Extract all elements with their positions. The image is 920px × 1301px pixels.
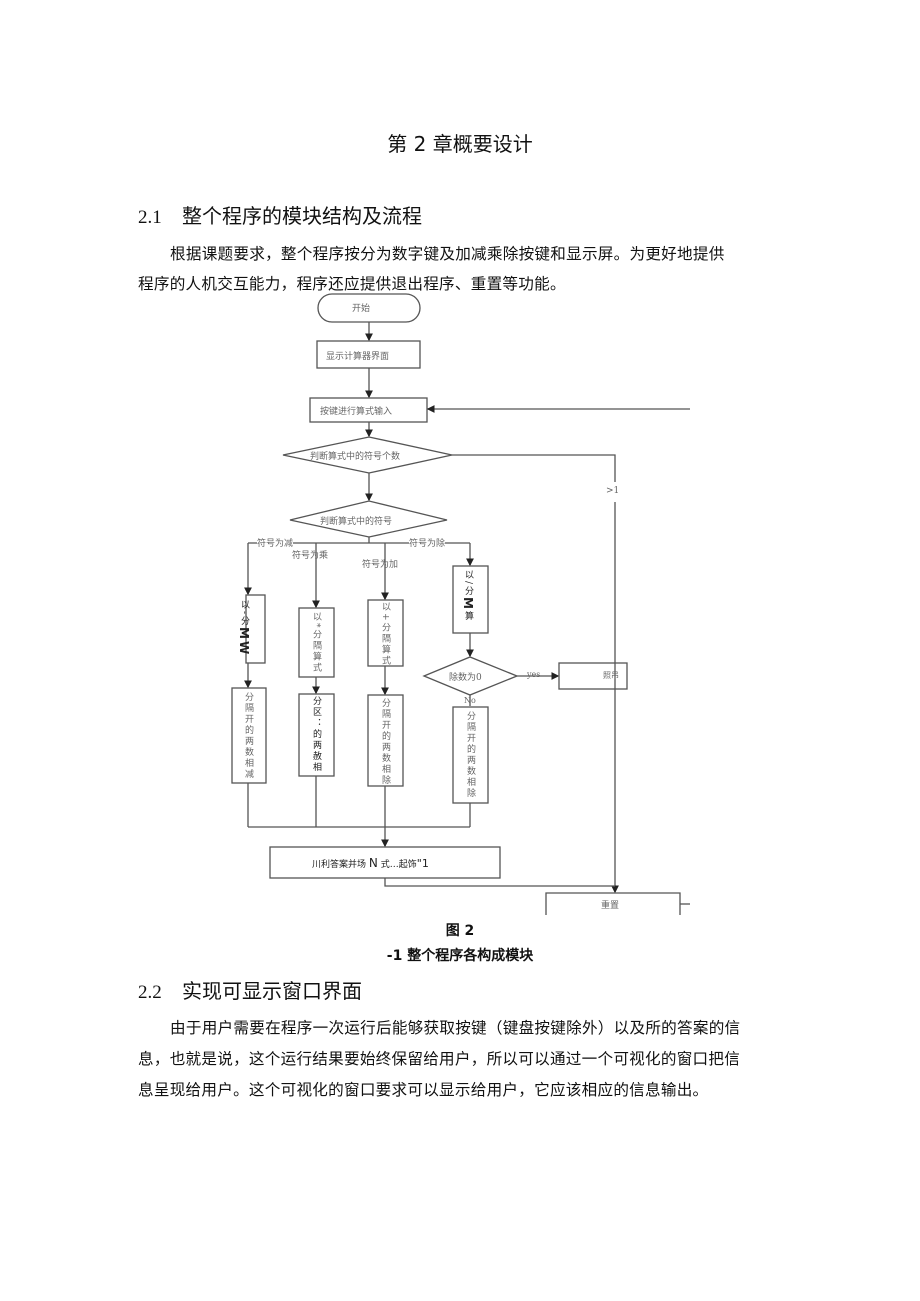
result-label: 川利答案并场 N 式…起饰"1 (312, 856, 429, 870)
branch-minus-label: 符号为减 (257, 536, 294, 549)
decision-count-label: 判断算式中的符号个数 (310, 452, 401, 462)
figure-caption-line2: -1 整个程序各构成模块 (386, 948, 534, 964)
figure-caption-line1: 图 2 (445, 923, 475, 939)
gt1-label: >1 (606, 486, 620, 496)
section-heading-2-1: 2.1 整个程序的模块结构及流程 (138, 200, 422, 229)
div-split-label: 以/分M算 (461, 570, 475, 622)
start-label: 开始 (352, 304, 371, 314)
section-heading-2-2: 2.2 实现可显示窗口界面 (138, 975, 362, 1004)
no-label: No (464, 696, 476, 705)
decision-symbol-node (289, 500, 448, 538)
add-split-label: 以+分隔算式 (380, 602, 390, 667)
divisor-zero-label: 除数为0 (449, 673, 482, 683)
branch-mul-label: 符号为乘 (292, 551, 329, 561)
mul-calc-label: 分区：的两赦相 (311, 696, 321, 773)
paragraph-line: 息，也就是说，这个运行结果要始终保留给用户，所以可以通过一个可视化的窗口把信 (138, 1050, 741, 1068)
paragraph-line: 息呈现给用户。这个可视化的窗口要求可以显示给用户，它应该相应的信息输出。 (138, 1081, 709, 1099)
reset-label: 重置 (601, 901, 620, 911)
section-number: 2.1 (138, 207, 162, 228)
minus-calc-label: 分隔开的两数相减 (243, 692, 253, 780)
add-calc-label: 分隔开的两数相除 (380, 698, 390, 786)
show-ui-label: 显示计算器界面 (326, 352, 390, 362)
chapter-title: 第 2 章概要设计 (387, 132, 533, 156)
branch-div-label: 符号为除 (409, 536, 446, 549)
yes-label: yes (527, 670, 541, 679)
minus-split-label: 以-分MW (237, 600, 251, 657)
paragraph-line: 根据课题要求，整个程序按分为数字键及加减乘除按键和显示屏。为更好地提供 (170, 245, 725, 263)
error-label: 照吊 (603, 671, 619, 680)
div-calc-label: 分隔开的两数相除 (465, 711, 475, 799)
paragraph-line: 由于用户需要在程序一次运行后能够获取按键（键盘按键除外）以及所的答案的信 (170, 1019, 741, 1037)
section-title: 实现可显示窗口界面 (182, 979, 362, 1003)
section-number: 2.2 (138, 982, 162, 1003)
mul-split-label: 以*分隔算式 (311, 612, 321, 674)
input-label: 按键进行算式输入 (320, 407, 393, 417)
section-title: 整个程序的模块结构及流程 (182, 204, 422, 228)
decision-symbol-label: 判断算式中的符号 (320, 517, 393, 527)
paragraph-line: 程序的人机交互能力，程序还应提供退出程序、重置等功能。 (138, 275, 566, 293)
branch-add-label: 符号为加 (362, 560, 399, 570)
